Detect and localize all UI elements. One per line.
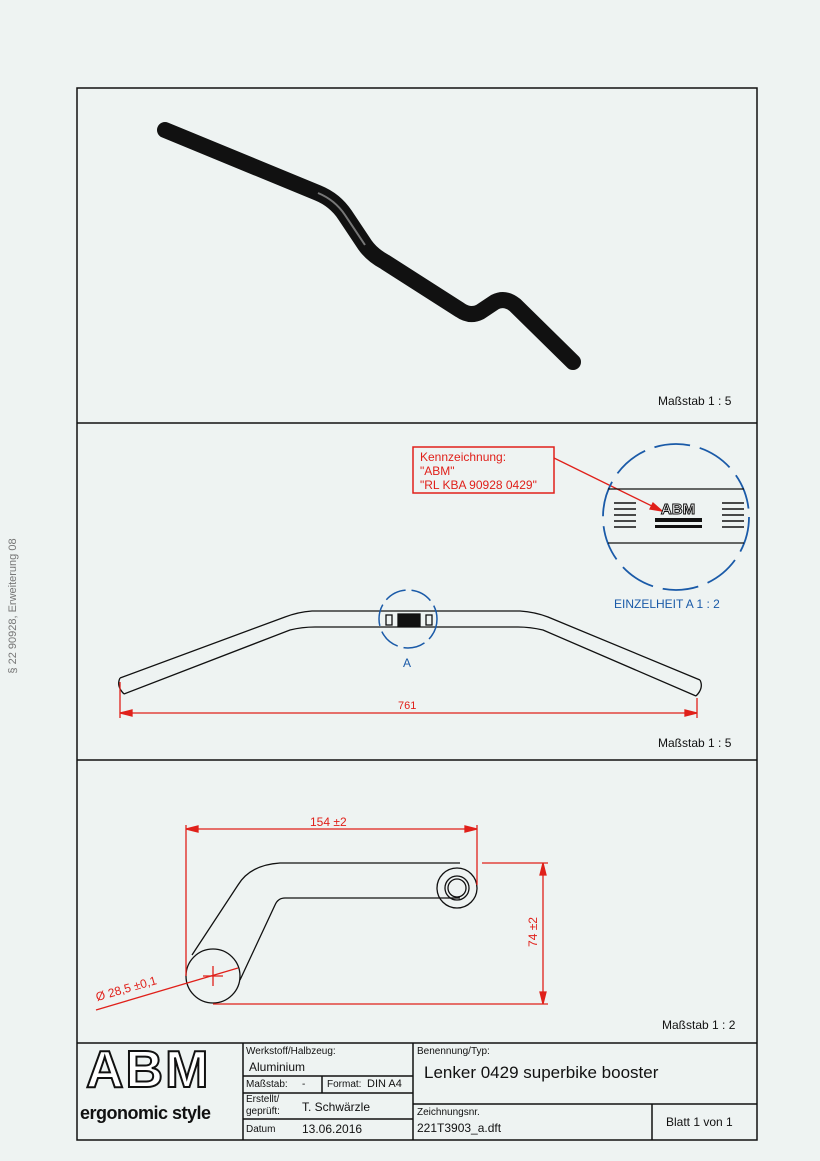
drawing-number: 221T3903_a.dft xyxy=(417,1121,502,1135)
sheet-number: Blatt 1 von 1 xyxy=(666,1115,733,1129)
date-value: 13.06.2016 xyxy=(302,1122,363,1136)
side-note: § 22 90928, Erweiterung 08 xyxy=(7,538,19,674)
created-label: Erstellt/ geprüft: xyxy=(246,1094,280,1117)
date-label: Datum xyxy=(246,1124,276,1135)
detail-a-circle xyxy=(602,443,750,591)
handlebar-side-view xyxy=(185,862,478,1004)
marking-note: Kennzeichnung: "ABM" "RL KBA 90928 0429" xyxy=(420,450,537,492)
marking-note-line2: "RL KBA 90928 0429" xyxy=(420,478,537,492)
handlebar-front-view xyxy=(118,610,702,697)
material-label: Werkstoff/Halbzeug: xyxy=(246,1046,336,1057)
scale-value: - xyxy=(302,1079,306,1090)
dimension-width-label: 761 xyxy=(398,700,417,712)
created-by: T. Schwärzle xyxy=(302,1100,371,1114)
detail-title: EINZELHEIT A 1 : 2 xyxy=(614,597,720,611)
format-label: Format: xyxy=(327,1079,362,1090)
scale-label: Maßstab: xyxy=(246,1079,288,1090)
drawing-frame xyxy=(76,87,758,1141)
marking-note-box xyxy=(412,446,555,494)
dimension-rise-label: 74 ±2 xyxy=(525,917,540,947)
dimension-761 xyxy=(119,682,698,718)
material-value: Aluminium xyxy=(249,1060,306,1074)
format-value: DIN A4 xyxy=(367,1078,402,1090)
handlebar-iso-view xyxy=(157,122,581,370)
logo-tagline: ergonomic style xyxy=(80,1103,211,1123)
iso-view-scale: Maßstab 1 : 5 xyxy=(658,394,732,408)
abm-logo: ABM xyxy=(85,1040,211,1100)
side-dimensions xyxy=(95,825,548,1011)
name-label: Benennung/Typ: xyxy=(417,1046,490,1057)
detail-a-marker xyxy=(378,589,438,649)
marking-note-line1: "ABM" xyxy=(420,464,455,478)
detail-abm-mark: ABM xyxy=(661,501,695,518)
drawing-number-label: Zeichnungsnr. xyxy=(417,1107,480,1118)
drawing-name: Lenker 0429 superbike booster xyxy=(424,1063,659,1082)
front-view-scale: Maßstab 1 : 5 xyxy=(658,736,732,750)
marking-note-title: Kennzeichnung: xyxy=(420,450,507,464)
side-view-scale: Maßstab 1 : 2 xyxy=(662,1018,736,1032)
detail-a-label: A xyxy=(403,656,412,670)
dimension-offset-label: 154 ±2 xyxy=(310,815,347,829)
